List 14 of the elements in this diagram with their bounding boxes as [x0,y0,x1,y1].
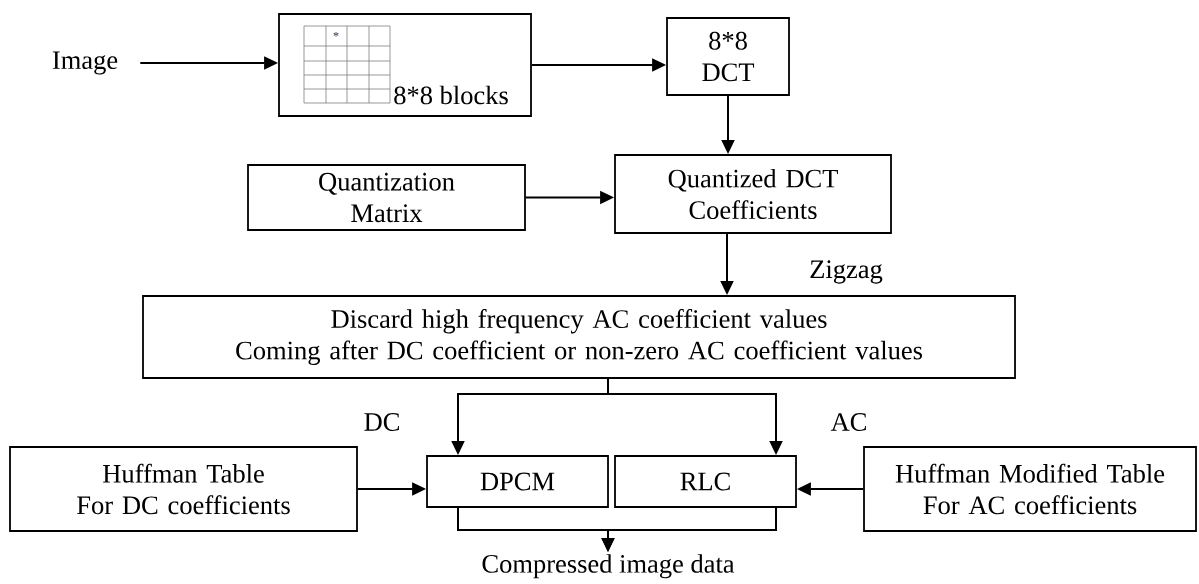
process-box: 8*8 DCT [666,17,790,96]
cell-marker: * [333,32,339,37]
process-box: Huffman Table For DC coefficients [9,446,358,532]
output-label: Compressed image data [482,554,735,579]
process-box: Discard high frequency AC coefficient values Coming after DC coefficient or non-zero AC coefficient values [142,295,1016,379]
process-box: Quantized DCT Coefficients [614,154,892,234]
edge-label: Zigzag [808,259,884,285]
process-box: RLC [614,455,797,508]
process-box: Quantization Matrix [247,164,526,231]
edge-label: AC [829,412,869,432]
process-box: DPCM [426,455,609,508]
source-label: Image [52,51,118,75]
edge-label: DC [362,412,402,432]
process-box: Huffman Modified Table For AC coefficients [863,446,1197,532]
